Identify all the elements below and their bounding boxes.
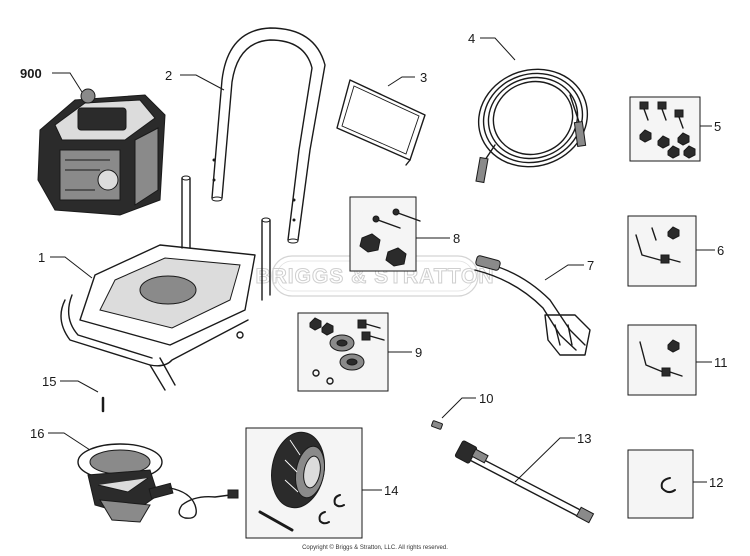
part-hose[interactable] [466, 55, 600, 184]
callout-14: 14 [384, 483, 398, 498]
leader-7 [544, 264, 584, 281]
callout-9: 9 [415, 345, 422, 360]
part-spray-gun[interactable] [474, 255, 591, 356]
callout-3: 3 [420, 70, 427, 85]
leader-1 [50, 256, 93, 279]
leader-4 [480, 37, 516, 61]
part-engine[interactable] [37, 88, 166, 216]
leader-900 [52, 72, 83, 93]
part-pin-bolt [635, 226, 681, 264]
callout-8: 8 [453, 231, 460, 246]
part-frame[interactable] [60, 175, 271, 391]
leader-3 [387, 76, 415, 87]
part-knobs-bolts [359, 208, 421, 267]
kit-box-8[interactable] [349, 196, 417, 272]
callout-6: 6 [717, 243, 724, 258]
callout-4: 4 [468, 31, 475, 46]
part-bolts-nuts [639, 101, 696, 159]
part-pump[interactable] [77, 443, 239, 523]
callout-900: 900 [20, 66, 42, 81]
part-wand[interactable] [454, 440, 595, 524]
kit-box-11[interactable] [627, 324, 697, 396]
leader-2 [180, 74, 225, 91]
leader-16 [48, 432, 91, 451]
copyright-notice: Copyright © Briggs & Stratton, LLC. All … [302, 545, 448, 551]
callout-7: 7 [587, 258, 594, 273]
kit-box-12[interactable] [627, 449, 694, 519]
callout-13: 13 [577, 431, 591, 446]
callout-12: 12 [709, 475, 723, 490]
callout-16: 16 [30, 426, 44, 441]
callout-15: 15 [42, 374, 56, 389]
leader-10 [441, 397, 476, 419]
leader-13 [514, 437, 575, 483]
part-wheel-hardware [309, 317, 385, 385]
part-clip [660, 477, 676, 494]
part-wheel [258, 431, 345, 532]
callout-1: 1 [38, 250, 45, 265]
part-panel[interactable] [336, 79, 426, 166]
callout-2: 2 [165, 68, 172, 83]
callout-11: 11 [714, 355, 728, 370]
callout-10: 10 [479, 391, 493, 406]
part-nozzle-tip[interactable] [431, 420, 443, 430]
callout-5: 5 [714, 119, 721, 134]
leader-15 [60, 380, 99, 393]
kit-box-6[interactable] [627, 215, 697, 287]
part-handle[interactable] [211, 27, 326, 244]
part-pin-bolt-11 [639, 339, 683, 377]
